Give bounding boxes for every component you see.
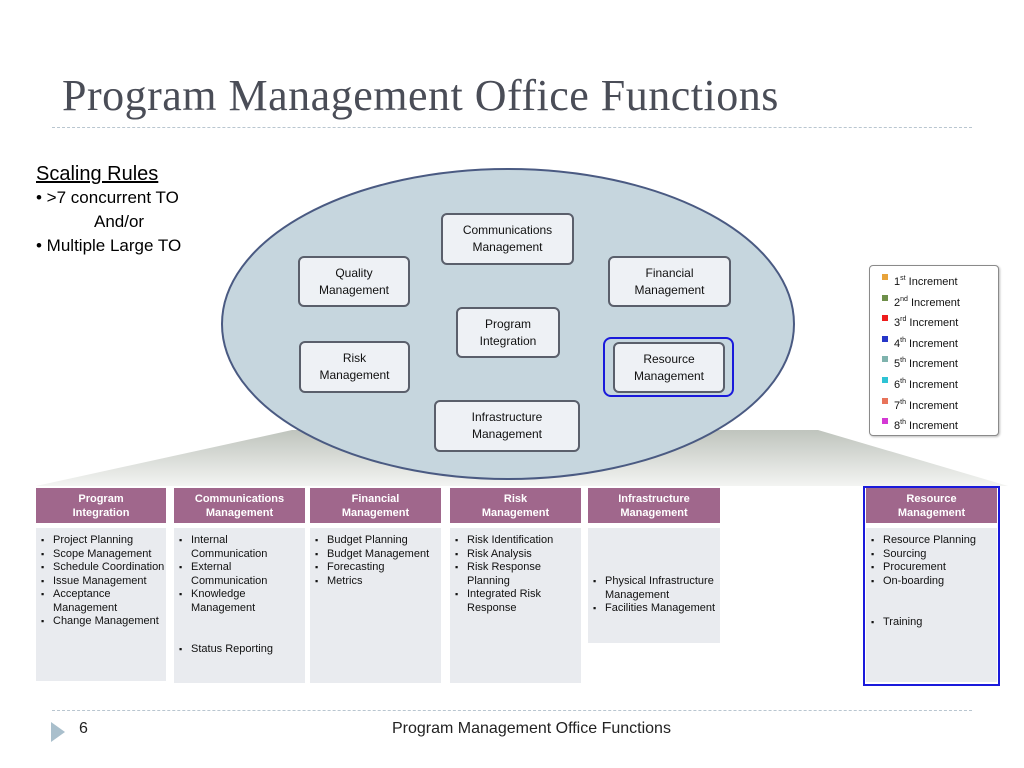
process-label: Communications [462,223,553,237]
legend-item: 4th Increment [870,331,998,352]
process-label: Quality [335,265,373,280]
process-financial-management: Financial Management [608,256,731,307]
legend-item: 8th Increment [870,413,998,434]
scaling-rule-2: • Multiple Large TO [36,236,182,255]
list-item: Schedule Coordination [36,561,166,575]
process-label: Management [634,282,705,297]
list-item: Project Planning [36,534,166,548]
list-item: Scope Management [36,548,166,562]
legend-item: 7th Increment [870,393,998,414]
legend-swatch [882,418,888,425]
process-risk-management: Risk Management [299,341,410,393]
list-item: Knowledge Management [174,588,305,615]
process-communications-management: Communications Management [441,213,574,265]
legend-swatch [882,356,888,363]
scaling-rules: Scaling Rules • >7 concurrent TO And/or … [36,162,181,258]
list-item: Internal Communication [174,534,305,561]
list-item: External Communication [174,561,305,588]
list-item: Budget Planning [310,534,441,548]
process-infrastructure-management: Infrastructure Management [434,400,580,452]
footer-divider [52,710,972,711]
legend-swatch [882,376,888,383]
list-item: Procurement [866,561,997,575]
process-label: Resource [643,351,695,366]
list-item: Status Reporting [174,643,305,657]
list-item: Issue Management [36,575,166,589]
increment-legend: 1st Increment 2nd Increment 3rd Incremen… [869,265,999,436]
column-body: Budget Planning Budget Management Foreca… [310,528,441,683]
list-item: Training [866,616,997,630]
process-label: Management [633,368,705,383]
list-item: Resource Planning [866,534,997,548]
resource-management-highlight [603,337,734,397]
list-item: Budget Management [310,548,441,562]
list-item: Facilities Management [588,602,720,616]
legend-swatch [882,315,888,322]
scaling-rules-heading: Scaling Rules [36,163,159,185]
process-resource-management: Resource Management [613,342,725,393]
list-item: Sourcing [866,548,997,562]
process-label: Financial [645,265,694,280]
column-body: Physical Infrastructure Management Facil… [588,528,720,643]
process-label: Management [319,368,390,382]
list-item: Risk Response Planning [450,561,581,588]
legend-item: 6th Increment [870,372,998,393]
legend-swatch [882,397,888,404]
list-item: Acceptance Management [36,588,166,615]
process-label: Management [471,427,543,441]
process-label: Management [472,240,543,254]
footer-title: Program Management Office Functions [392,720,671,737]
list-item: Integrated Risk Response [450,588,581,615]
legend-item: 3rd Increment [870,310,998,331]
list-item: Risk Identification [450,534,581,548]
slide-title: Program Management Office Functions [62,71,779,120]
legend-swatch [882,274,888,280]
list-item: Forecasting [310,561,441,575]
play-arrow-icon [51,722,65,742]
process-quality-management: Quality Management [298,256,410,307]
list-item: Physical Infrastructure Management [588,575,720,602]
process-label: Program [484,316,531,331]
resource-column-highlight [863,486,1000,686]
list-item: On-boarding [866,575,997,589]
process-label: Management [318,282,390,297]
scaling-rule-1: • >7 concurrent TO [36,188,179,207]
legend-item: 2nd Increment [870,290,998,311]
process-label: Risk [342,351,367,365]
column-body: Project Planning Scope Management Schedu… [36,528,166,681]
list-item: Risk Analysis [450,548,581,562]
list-item: Change Management [36,615,166,629]
legend-item: 1st Increment [870,269,998,290]
process-label: Infrastructure [471,410,543,424]
legend-swatch [882,294,888,301]
legend-item: 5th Increment [870,351,998,372]
column-body: Resource Planning Sourcing Procurement O… [866,528,997,682]
process-label: Integration [479,333,537,348]
column-body: Internal Communication External Communic… [174,528,305,683]
title-divider [52,127,972,128]
column-body: Risk Identification Risk Analysis Risk R… [450,528,581,683]
process-program-integration: Program Integration [456,307,560,358]
legend-swatch [882,335,888,342]
page-number: 6 [79,720,88,737]
scaling-rule-connector: And/or [94,212,145,231]
list-item: Metrics [310,575,441,589]
